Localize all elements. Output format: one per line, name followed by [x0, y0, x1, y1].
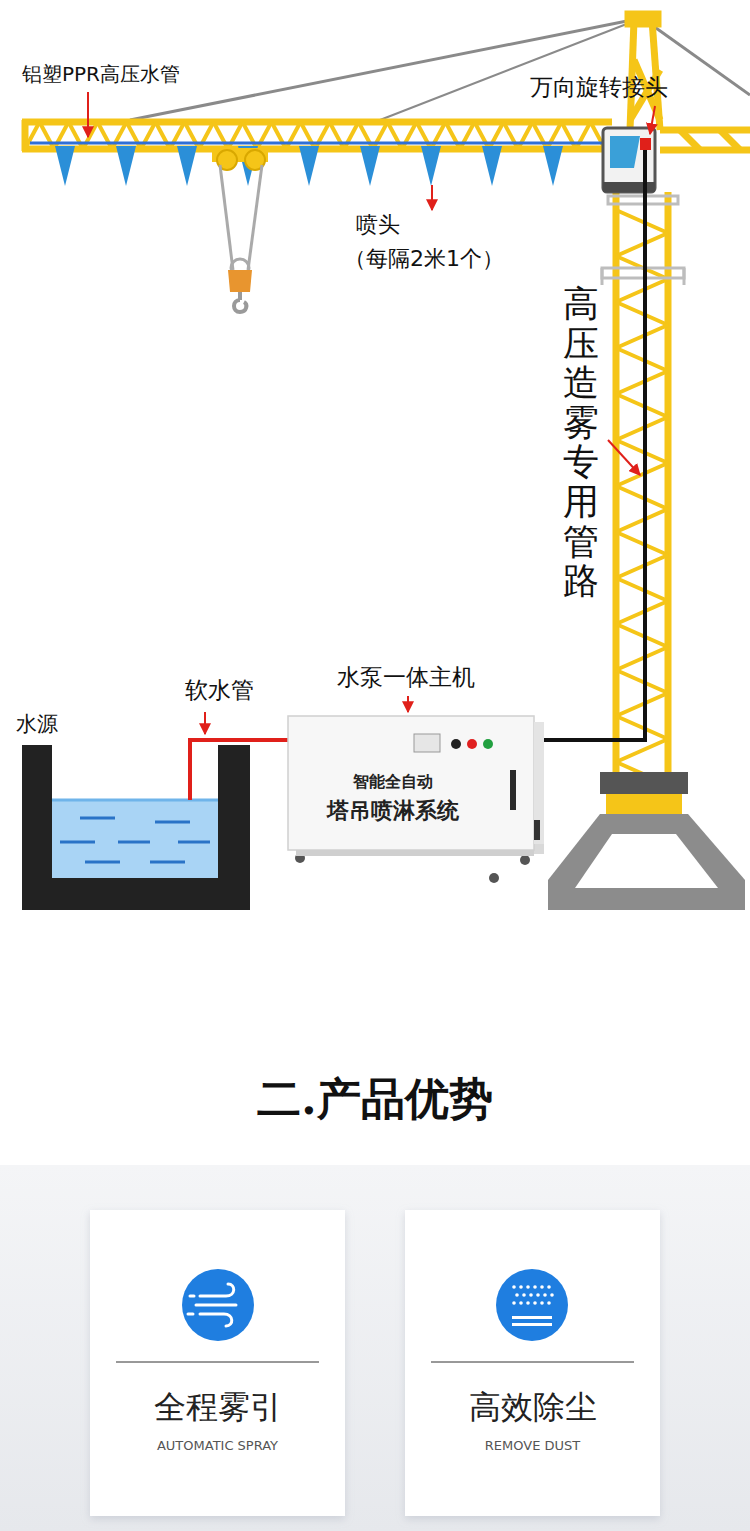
hook-assembly [212, 148, 268, 312]
dust-icon [496, 1269, 568, 1341]
advantage-card: 高效除尘 REMOVE DUST [405, 1210, 660, 1516]
node-subtext: 塔吊喷淋系统 [270, 798, 516, 824]
node-subtext: REMOVE DUST [405, 1438, 660, 1454]
soft-hose [190, 740, 290, 800]
callout-label: 喷头 [356, 212, 400, 238]
advantage-card: 全程雾引 AUTOMATIC SPRAY [90, 1210, 345, 1516]
callout-label: （每隔2米1个） [344, 246, 504, 272]
callout-label: 万向旋转接头 [530, 74, 668, 102]
ppr-pipe [30, 142, 645, 145]
node-heading: 高效除尘 [405, 1388, 660, 1426]
node-heading: 全程雾引 [90, 1388, 345, 1426]
advantage-band [0, 1165, 750, 1531]
crane-cab [603, 128, 655, 192]
vertical-label: 高压造雾专用管路 [563, 284, 599, 601]
crane-mast [616, 192, 668, 808]
callout-label: 铝塑PPR高压水管 [22, 62, 180, 86]
callout-arrow [88, 92, 655, 734]
pump-machine-box: 智能全自动塔吊喷淋系统 [288, 716, 534, 850]
spray-icon [182, 1269, 254, 1341]
counter-jib [660, 130, 750, 150]
section-title: 二.产品优势 [0, 1070, 750, 1129]
callout-label: 软水管 [185, 677, 254, 705]
mist-pipeline [535, 150, 645, 740]
tie-rope [380, 18, 642, 120]
advantage-card [90, 1210, 660, 1516]
spray-nozzles [55, 146, 563, 186]
water-tank [22, 745, 250, 910]
node-subtext: AUTOMATIC SPRAY [90, 1438, 345, 1454]
tie-rope [130, 18, 642, 120]
callout-label: 水源 [16, 712, 58, 737]
tower-head [628, 14, 660, 130]
crane-base [548, 772, 745, 910]
node-heading: 智能全自动 [270, 772, 516, 791]
swivel-joint [640, 138, 651, 150]
callout-label: 水泵一体主机 [337, 664, 475, 692]
